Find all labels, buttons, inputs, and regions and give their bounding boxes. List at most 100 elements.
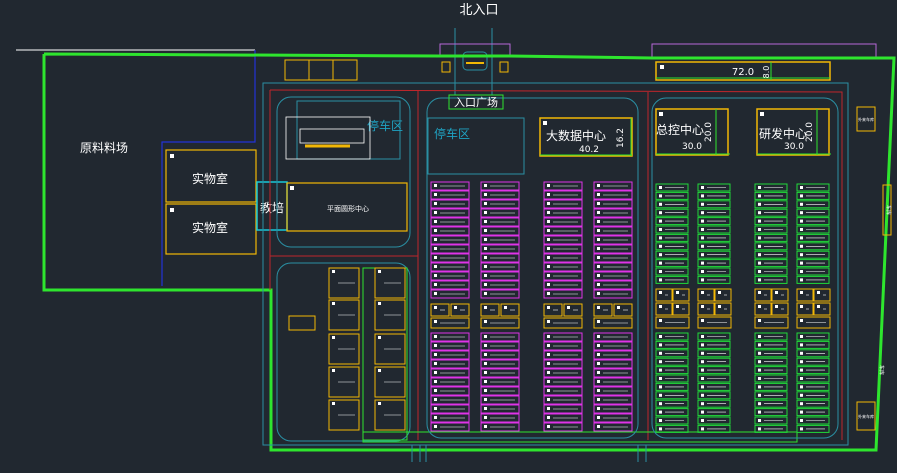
magenta-unit [593, 244, 633, 254]
square-marker-icon [701, 410, 704, 414]
green-unit [697, 391, 731, 400]
green-unit [754, 332, 788, 341]
square-marker-icon [547, 320, 550, 323]
green-unit [754, 416, 788, 425]
square-marker-icon [659, 368, 662, 372]
square-marker-icon [701, 319, 704, 322]
small-unit [714, 288, 732, 302]
magenta-unit [543, 422, 583, 432]
magenta-unit [543, 280, 583, 290]
small-unit [450, 303, 470, 317]
magenta-unit [430, 350, 470, 360]
square-marker-icon [701, 253, 704, 257]
parking-1-label: 停车区 [367, 118, 403, 133]
square-marker-icon [758, 253, 761, 257]
green-unit [697, 340, 731, 349]
parking-2-label: 停车区 [434, 126, 470, 141]
green-unit [697, 191, 731, 200]
green-unit [796, 191, 830, 200]
square-marker-icon [597, 193, 600, 196]
small-unit [593, 317, 633, 329]
square-marker-icon [758, 360, 761, 364]
green-unit [796, 275, 830, 284]
magenta-unit [430, 190, 470, 200]
left-lower-unit [374, 399, 406, 431]
magenta-unit [430, 280, 470, 290]
square-marker-icon [547, 306, 550, 309]
green-unit [796, 208, 830, 217]
green-unit [796, 233, 830, 242]
magenta-unit [480, 253, 520, 263]
small-unit [813, 288, 831, 302]
square-marker-icon [659, 393, 662, 397]
square-marker-icon [597, 362, 600, 365]
square-marker-icon [758, 427, 761, 431]
square-marker-icon [758, 343, 761, 347]
green-unit [754, 357, 788, 366]
green-unit [655, 332, 689, 341]
square-marker-icon [484, 220, 487, 223]
green-unit [697, 208, 731, 217]
green-unit [655, 349, 689, 358]
park-center-label: 平面圆形中心 [327, 204, 369, 213]
small-unit [697, 302, 715, 316]
right-label-2: 外来车库 [858, 413, 874, 419]
magenta-unit [543, 404, 583, 414]
square-marker-icon [597, 335, 600, 338]
square-marker-icon [484, 407, 487, 410]
square-marker-icon [434, 238, 437, 241]
square-marker-icon [701, 270, 704, 273]
magenta-unit [593, 359, 633, 369]
left-lower-unit [374, 333, 406, 365]
magenta-unit [480, 181, 520, 191]
square-marker-icon [332, 369, 335, 372]
small-unit [480, 303, 500, 317]
magenta-unit [480, 289, 520, 299]
green-unit [697, 416, 731, 425]
green-unit [796, 357, 830, 366]
magenta-unit [543, 253, 583, 263]
square-marker-icon [378, 369, 381, 372]
green-unit [754, 382, 788, 391]
square-marker-icon [659, 253, 662, 257]
square-marker-icon [484, 320, 487, 323]
magenta-unit [430, 341, 470, 351]
magenta-unit [480, 190, 520, 200]
control-center-width: 30.0 [682, 142, 702, 152]
square-marker-icon [484, 238, 487, 241]
green-unit [655, 242, 689, 251]
square-marker-icon [378, 270, 381, 273]
control-center-height: 20.0 [704, 122, 714, 142]
square-marker-icon [617, 306, 620, 309]
square-marker-icon [378, 302, 381, 305]
magenta-unit [430, 422, 470, 432]
magenta-unit [480, 280, 520, 290]
square-marker-icon [659, 261, 662, 265]
square-marker-icon [800, 244, 803, 248]
magenta-unit [543, 368, 583, 378]
magenta-unit [593, 413, 633, 423]
left-lower-unit [328, 399, 360, 431]
square-marker-icon [547, 344, 550, 347]
magenta-unit [480, 226, 520, 236]
square-marker-icon [800, 393, 803, 397]
green-unit [754, 200, 788, 209]
square-marker-icon [800, 385, 803, 389]
square-marker-icon [659, 236, 662, 240]
magenta-unit [543, 190, 583, 200]
green-unit [754, 408, 788, 417]
top-right-strip [651, 43, 877, 59]
lab-building-2 [165, 203, 257, 255]
magenta-unit [593, 280, 633, 290]
magenta-unit [480, 208, 520, 218]
magenta-unit [593, 262, 633, 272]
magenta-unit [593, 386, 633, 396]
square-marker-icon [434, 398, 437, 401]
square-marker-icon [434, 292, 437, 295]
small-unit [754, 288, 772, 302]
square-marker-icon [800, 351, 803, 355]
magenta-unit [430, 377, 470, 387]
magenta-unit [480, 262, 520, 272]
magenta-unit [593, 271, 633, 281]
green-unit [754, 233, 788, 242]
